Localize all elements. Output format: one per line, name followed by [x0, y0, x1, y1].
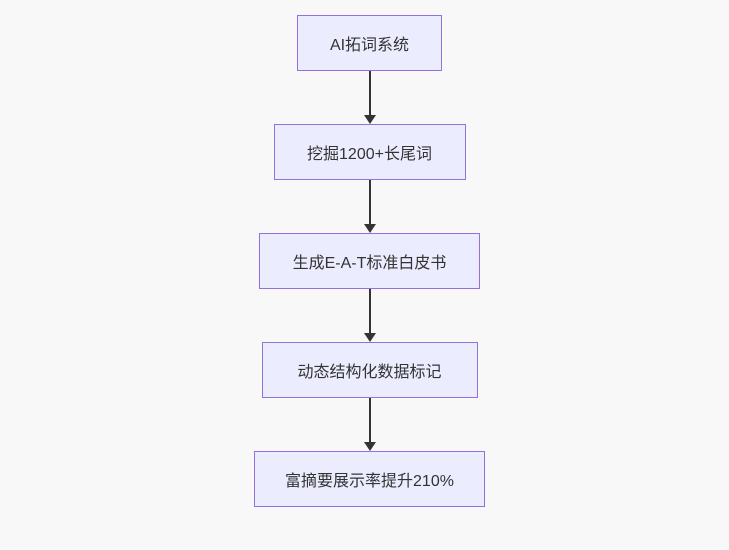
- arrow-connector: [363, 180, 376, 233]
- flow-node-eat-whitepaper: 生成E-A-T标准白皮书: [259, 233, 480, 289]
- arrow-line: [368, 398, 371, 443]
- flow-node-longtail-keywords: 挖掘1200+长尾词: [273, 124, 466, 180]
- arrow-connector: [363, 71, 376, 124]
- flow-node-structured-data-markup: 动态结构化数据标记: [261, 342, 478, 398]
- arrowhead-down-icon: [363, 224, 376, 233]
- flow-node-rich-snippet-rate: 富摘要展示率提升210%: [254, 451, 485, 507]
- arrowhead-down-icon: [363, 333, 376, 342]
- node-label: AI拓词系统: [329, 37, 410, 54]
- arrowhead-down-icon: [363, 115, 376, 124]
- arrow-connector: [363, 398, 376, 451]
- arrow-line: [368, 289, 371, 334]
- node-label: 富摘要展示率提升210%: [285, 473, 454, 490]
- arrow-connector: [363, 289, 376, 342]
- arrow-line: [368, 71, 371, 116]
- flow-node-ai-keyword-system: AI拓词系统: [297, 15, 442, 71]
- arrowhead-down-icon: [363, 442, 376, 451]
- node-label: 挖掘1200+长尾词: [307, 146, 432, 163]
- arrow-line: [368, 180, 371, 225]
- node-label: 动态结构化数据标记: [297, 364, 442, 381]
- node-label: 生成E-A-T标准白皮书: [292, 255, 447, 272]
- flowchart: AI拓词系统 挖掘1200+长尾词 生成E-A-T标准白皮书 动态结构化数据标记…: [254, 15, 485, 507]
